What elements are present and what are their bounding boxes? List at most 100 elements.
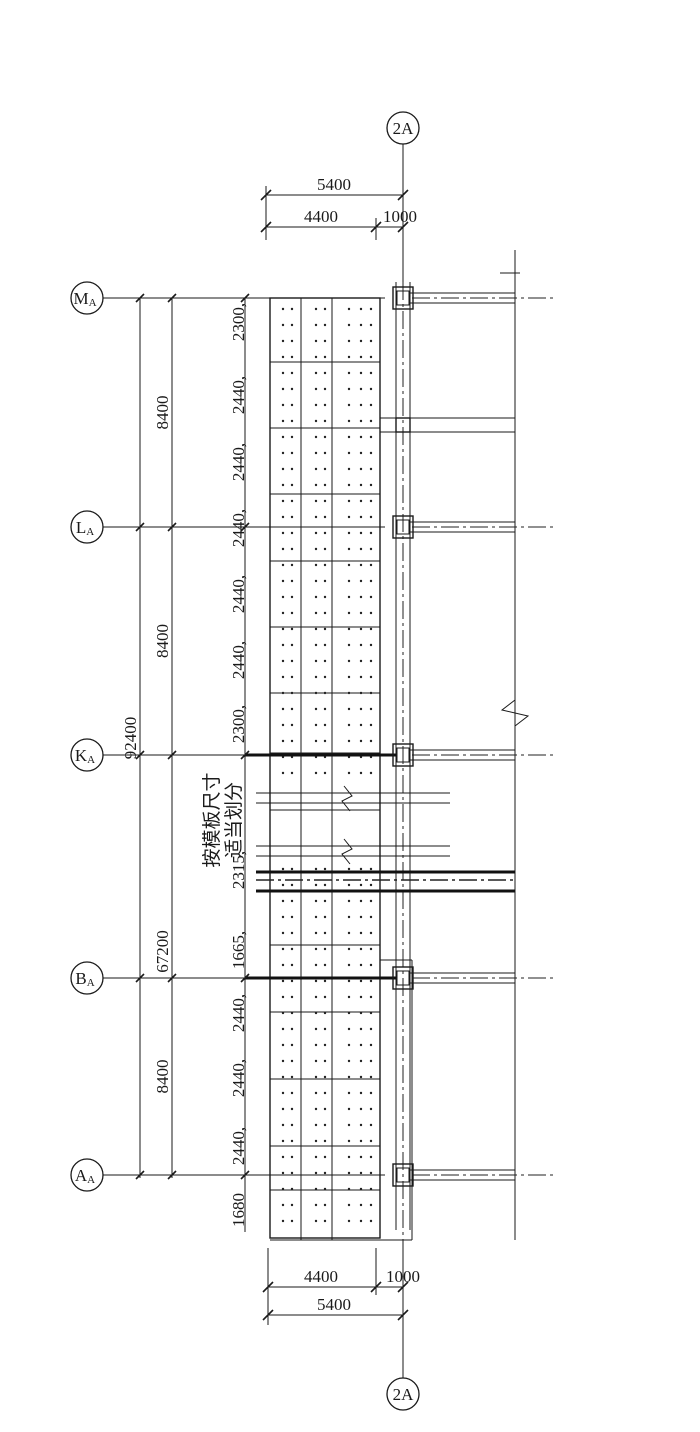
panel-dot <box>347 1187 351 1191</box>
panel-dot <box>347 899 351 903</box>
panel-dot <box>359 595 363 599</box>
grid-row-ba: BA <box>70 961 555 995</box>
panel-dot <box>281 323 285 327</box>
panel-dot <box>314 979 318 983</box>
panel-dot <box>281 451 285 455</box>
axis-bubble <box>70 961 104 995</box>
panel-dot <box>314 1155 318 1159</box>
panel-dot <box>290 1027 294 1031</box>
overall-dim-label: 92400 <box>121 717 140 760</box>
panel-dot <box>290 723 294 727</box>
panel-dot <box>347 563 351 567</box>
axis-bubble <box>70 510 104 544</box>
panel-dot <box>347 1043 351 1047</box>
panel-dot <box>323 899 327 903</box>
panel-dot <box>347 531 351 535</box>
panel-dot <box>290 771 294 775</box>
panel-dot <box>314 1203 318 1207</box>
panel-dot <box>314 339 318 343</box>
panel-dot <box>314 1123 318 1127</box>
panel-dot <box>290 995 294 999</box>
panel-dot <box>369 643 373 647</box>
panel-dot <box>314 595 318 599</box>
panel-dot <box>347 771 351 775</box>
panel-dot <box>314 771 318 775</box>
panel-dot <box>281 899 285 903</box>
axis-2a-top: 2A <box>386 111 420 145</box>
panel-dot <box>281 1219 285 1223</box>
panel-dim-label: 2440, <box>229 575 248 613</box>
panel-dot <box>359 643 363 647</box>
panel-dim-label: 2440, <box>229 1059 248 1097</box>
panel-dot <box>369 627 373 631</box>
panel-dot <box>314 419 318 423</box>
panel-dot <box>359 739 363 743</box>
panel-dot <box>314 1027 318 1031</box>
panel-dot <box>359 947 363 951</box>
panel-dot <box>369 403 373 407</box>
panel-dot <box>347 1203 351 1207</box>
panel-dot <box>323 1171 327 1175</box>
panel-dot <box>359 611 363 615</box>
axis-bubble-label: MA <box>73 289 96 309</box>
panel-dot <box>281 915 285 919</box>
panel-dot <box>347 915 351 919</box>
panel-dot <box>347 1155 351 1159</box>
panel-dot <box>290 627 294 631</box>
panel-dim-label: 2440, <box>229 1127 248 1165</box>
panel-dot <box>347 995 351 999</box>
panel-dot <box>281 931 285 935</box>
panel-dot <box>290 1155 294 1159</box>
panel-dot <box>314 691 318 695</box>
panel-dot <box>369 1155 373 1159</box>
panel-dot <box>323 915 327 919</box>
panel-dot <box>369 1091 373 1095</box>
panel-dot <box>290 387 294 391</box>
panel-dot <box>290 419 294 423</box>
panel-dot <box>290 963 294 967</box>
panel-dot <box>369 979 373 983</box>
panel-dot <box>369 563 373 567</box>
panel-dot <box>359 995 363 999</box>
panel-dot <box>314 675 318 679</box>
panel-dot <box>359 451 363 455</box>
panel-dot <box>347 963 351 967</box>
panel-dot <box>281 675 285 679</box>
panel-dot <box>323 579 327 583</box>
panel-dot <box>314 403 318 407</box>
panel-dot <box>347 515 351 519</box>
panel-dot <box>323 1219 327 1223</box>
panel-dot <box>290 467 294 471</box>
panel-dot <box>347 979 351 983</box>
panel-dim-label: 2440, <box>229 641 248 679</box>
panel-dot <box>290 1123 294 1127</box>
panel-dot <box>281 339 285 343</box>
top-dimensions: 5400 4400 1000 <box>260 175 417 240</box>
panel-dot <box>369 675 373 679</box>
top-left-dim: 4400 <box>304 207 338 226</box>
panel-dot <box>314 579 318 583</box>
panel-dot <box>323 307 327 311</box>
bay-dim-label: 8400 <box>153 396 172 430</box>
panel-dot <box>281 995 285 999</box>
panel-dot <box>347 723 351 727</box>
panel-dot <box>323 611 327 615</box>
panel-dot <box>347 1075 351 1079</box>
panel-dot <box>290 1043 294 1047</box>
panel-dim-label: 2440, <box>229 376 248 414</box>
panel-dot <box>347 867 351 871</box>
panel-dim-label: 2440, <box>229 443 248 481</box>
panel-dot <box>314 1043 318 1047</box>
axis-2a-bottom: 2A <box>386 1377 420 1411</box>
column-square <box>392 743 414 767</box>
panel-dot <box>281 1091 285 1095</box>
panel-dot <box>369 691 373 695</box>
note-line-2: 适当划分 <box>223 782 245 858</box>
column-square <box>392 1163 414 1187</box>
panel-dot <box>369 515 373 519</box>
panel-dot <box>359 419 363 423</box>
panel-dot <box>281 1139 285 1143</box>
panel-dot <box>281 531 285 535</box>
panel-dot <box>359 707 363 711</box>
